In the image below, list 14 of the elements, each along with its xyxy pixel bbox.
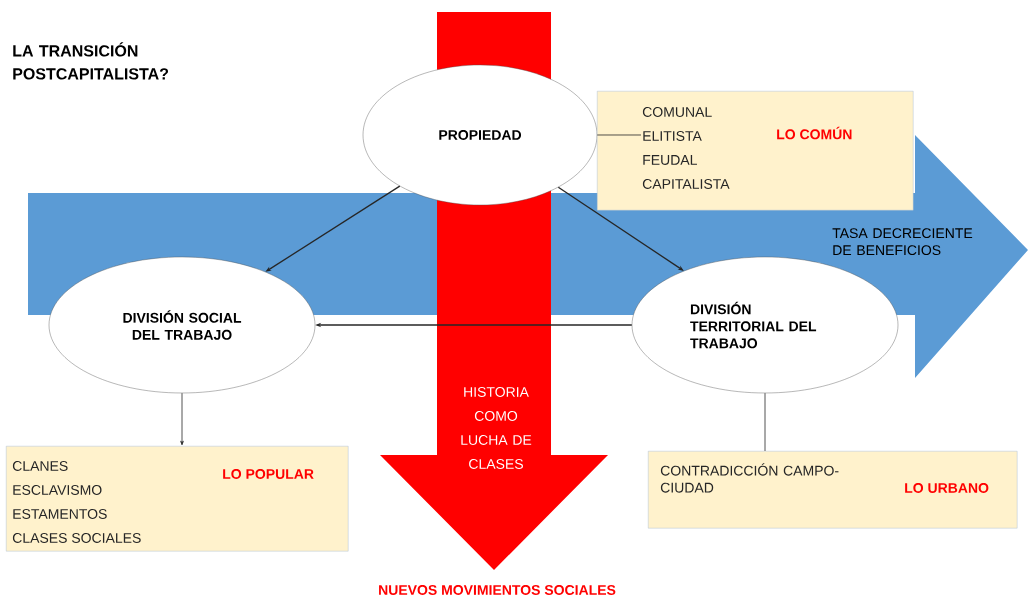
text-box: COMUNAL ELITISTA FEUDAL CAPITALISTA LO COMÚN — [597, 91, 914, 211]
caption: NUEVOS MOVIMIENTOS SOCIALES — [379, 585, 616, 595]
ellipse-node: DIVISIÓN TERRITORIAL DEL TRABAJO — [631, 256, 899, 394]
connector — [180, 392, 184, 446]
text-box: CONTRADICCIÓN CAMPO-CIUDAD LO URBANO — [648, 451, 1018, 529]
connector — [764, 392, 766, 452]
ellipse-node: DIVISIÓN SOCIAL DEL TRABAJO — [48, 256, 316, 394]
text-box: CLANES ESCLAVISMO ESTAMENTOS CLASES SOCIALES LO POPULAR — [6, 446, 349, 552]
connector — [596, 134, 642, 136]
arrow-label: TASA DECRECIENTE DE BENEFICIOS — [832, 228, 973, 256]
ellipse-node: PROPIEDAD — [362, 64, 598, 206]
arrow-label: HISTORIA COMO LUCHA DE CLASES — [461, 387, 532, 469]
title: LA TRANSICIÓN POSTCAPITALISTA? — [13, 42, 169, 80]
connector — [557, 186, 684, 271]
